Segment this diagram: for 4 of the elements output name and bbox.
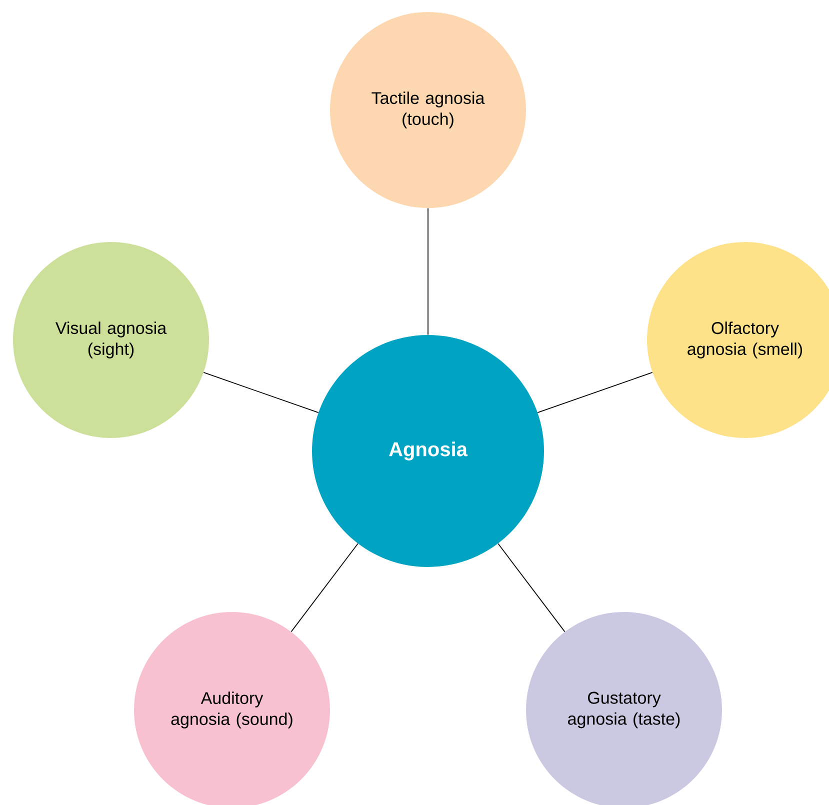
- connector-line: [203, 372, 319, 414]
- connector-line: [290, 543, 358, 632]
- connector-line: [498, 543, 566, 632]
- connector-line: [537, 372, 653, 414]
